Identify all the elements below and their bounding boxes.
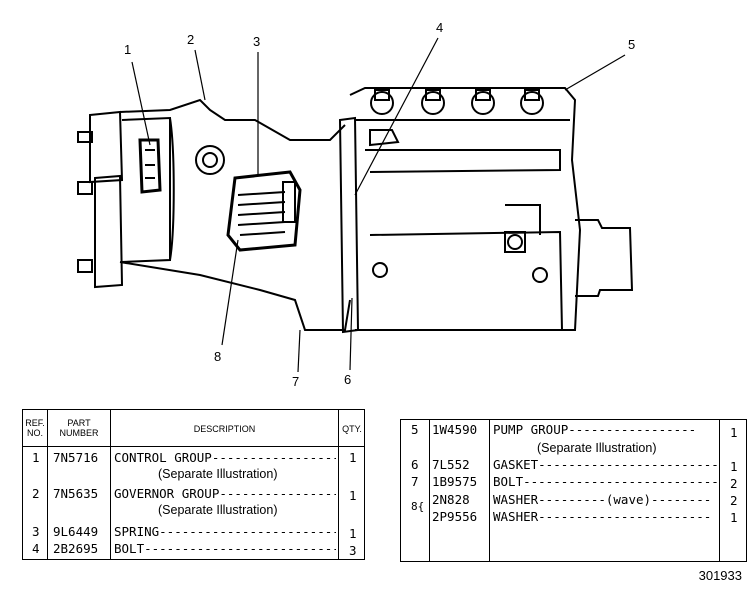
table-row-part: 2B2695 (53, 541, 99, 556)
table-row-sub: (Separate Illustration) (158, 467, 278, 481)
table-row-part: 1B9575 (432, 474, 478, 489)
callout-5: 5 (628, 37, 636, 52)
table-row-part: 1W4590 (432, 422, 478, 437)
callout-2: 2 (187, 32, 195, 47)
pump-governor-illustration (77, 37, 634, 373)
parts-table-right: 5 1W4590 PUMP GROUP----------------- (Se… (400, 419, 747, 562)
table-row-qty: 1 (730, 459, 738, 474)
table-row-desc: PUMP GROUP----------------- (493, 422, 697, 437)
table-row-part: 2P9556 (432, 509, 478, 524)
header-description: DESCRIPTION (193, 424, 256, 434)
callout-8: 8 (214, 349, 222, 364)
table-row-qty: 1 (349, 450, 357, 465)
header-ref: REF.NO. (25, 418, 45, 438)
callout-7: 7 (292, 374, 300, 389)
table-row-part: 7N5635 (53, 486, 99, 501)
table-row-desc: GOVERNOR GROUP------------------ (114, 486, 336, 501)
header-qty: QTY. (342, 424, 362, 434)
table-row-desc: GASKET------------------------ (493, 457, 717, 472)
table-row-ref: 1 (32, 450, 40, 465)
table-row-ref: 4 (32, 541, 40, 556)
table-row-qty: 2 (730, 493, 738, 508)
callout-6: 6 (344, 372, 352, 387)
figure-number: 301933 (698, 568, 742, 583)
table-row-qty: 1 (730, 425, 738, 440)
table-row-desc: CONTROL GROUP------------------- (114, 450, 336, 465)
table-row-desc: BOLT------------------------------ (114, 541, 336, 556)
table-row-ref-bracket: 8{ (411, 500, 425, 513)
table-row-desc: WASHER----------------------- (493, 509, 712, 524)
table-row-qty: 1 (349, 526, 357, 541)
table-row-qty: 3 (349, 543, 357, 558)
table-row-part: 7L552 (432, 457, 470, 472)
callout-4: 4 (436, 20, 444, 35)
table-row-ref: 5 (411, 422, 419, 437)
table-row-ref: 7 (411, 474, 419, 489)
table-row-part: 9L6449 (53, 524, 99, 539)
table-row-part: 2N828 (432, 492, 470, 507)
table-row-sub: (Separate Illustration) (158, 503, 278, 517)
table-row-desc: WASHER---------(wave)-------- (493, 492, 712, 507)
table-row-ref: 2 (32, 486, 40, 501)
table-row-part: 7N5716 (53, 450, 99, 465)
table-row-desc: SPRING----------------------------- (114, 524, 336, 539)
table-row-sub: (Separate Illustration) (537, 441, 657, 455)
table-row-qty: 1 (349, 488, 357, 503)
callout-1: 1 (124, 42, 132, 57)
table-row-ref: 3 (32, 524, 40, 539)
table-row-qty: 2 (730, 476, 738, 491)
table-row-desc: BOLT-------------------------- (493, 474, 717, 489)
callout-3: 3 (253, 34, 261, 49)
table-row-ref: 6 (411, 457, 419, 472)
table-row-qty: 1 (730, 510, 738, 525)
